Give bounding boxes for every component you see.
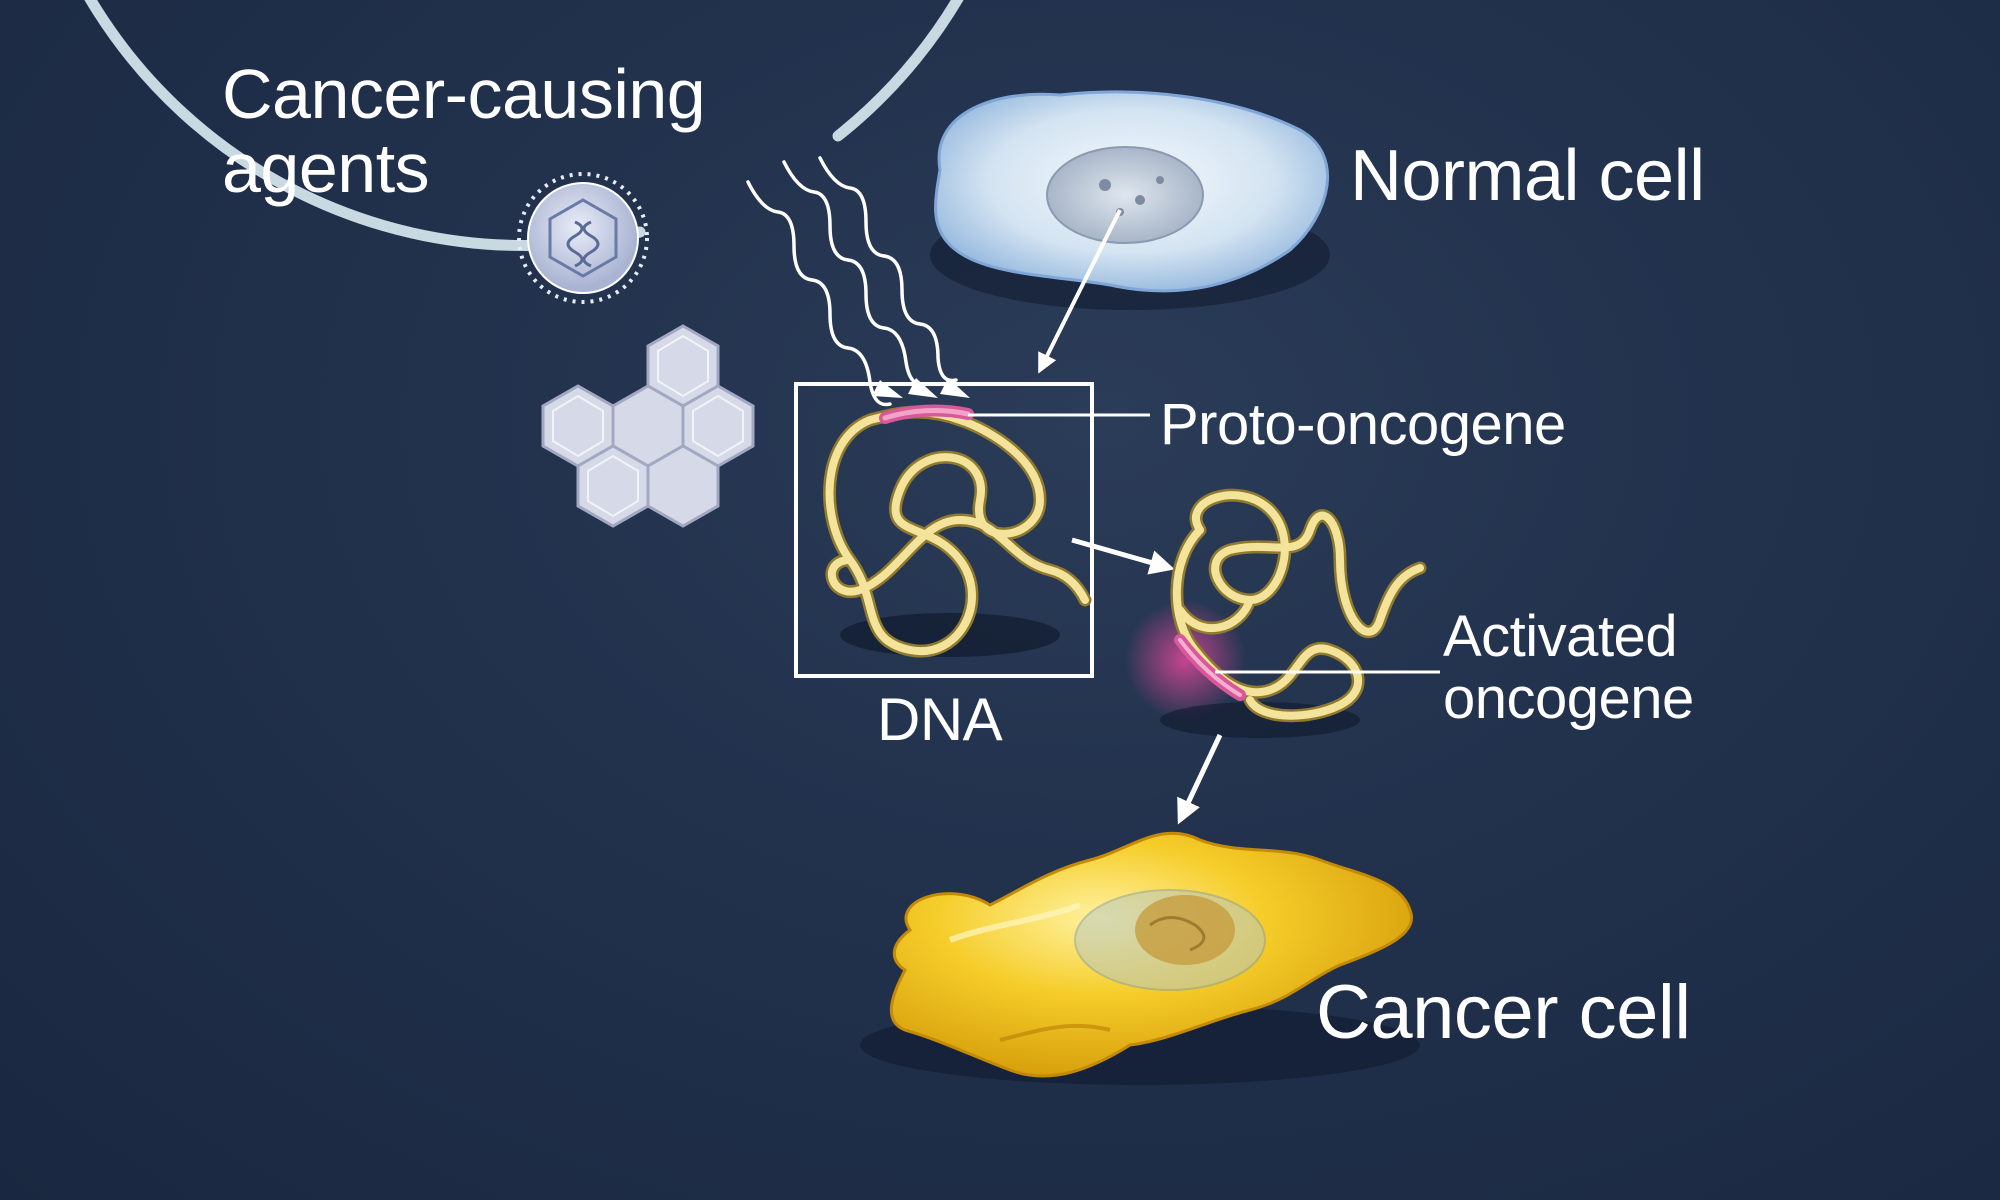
normal-cell [930, 90, 1330, 310]
cancer-cell [860, 831, 1420, 1085]
cancer-cell-label: Cancer cell [1316, 970, 1691, 1055]
cycle-ring [84, 0, 964, 251]
hydrocarbon-molecule-icon [541, 324, 755, 528]
activated-dna-strand [1170, 488, 1427, 723]
dna-label: DNA [877, 686, 1003, 753]
radiation-waves-icon [746, 156, 958, 407]
activated-label-line2: oncogene [1443, 666, 1694, 732]
proto-oncogene-label: Proto-oncogene [1160, 392, 1566, 457]
activated-oncogene-label: Activated oncogene [1443, 604, 1694, 732]
agents-label-line1: Cancer-causing [222, 55, 706, 133]
dna-strand [823, 405, 1092, 658]
normal-cell-label: Normal cell [1350, 136, 1705, 216]
virus-particle-icon [517, 172, 649, 304]
cancer-causing-agents-label: Cancer-causing agents [222, 55, 706, 207]
dna-box [794, 382, 1094, 678]
activated-label-line1: Activated [1443, 604, 1678, 669]
agents-label-line2: agents [222, 128, 430, 207]
